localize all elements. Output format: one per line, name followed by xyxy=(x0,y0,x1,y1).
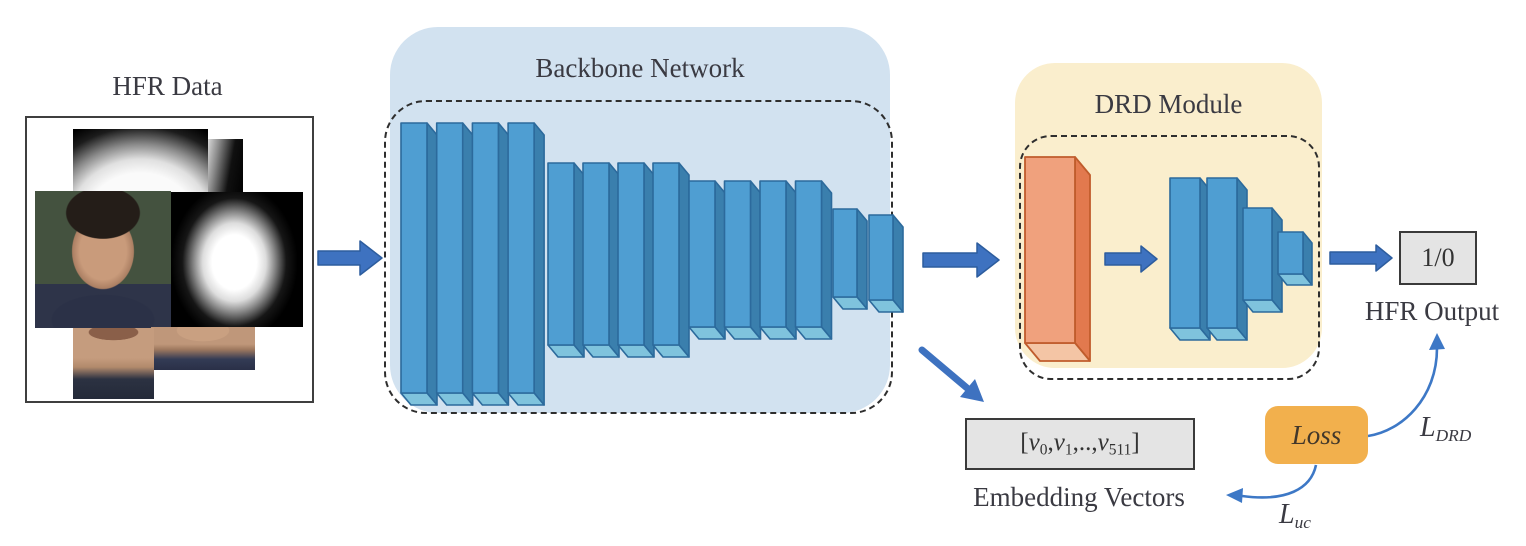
visible-face-image xyxy=(73,328,154,399)
hfr-output-caption: HFR Output xyxy=(1364,296,1500,326)
curve-loss-to-hfr-output-head xyxy=(1429,333,1445,350)
hfr-data-title: HFR Data xyxy=(112,71,223,101)
visible-face-image xyxy=(151,327,255,370)
visible-face-image xyxy=(35,191,171,328)
curve-loss-to-embedding-head xyxy=(1226,488,1243,503)
drd-dashed-border xyxy=(1019,135,1320,380)
backbone-dashed-border xyxy=(384,100,893,414)
drd-module-title: DRD Module xyxy=(1094,89,1243,119)
arrow-backbone-to-embedding-head xyxy=(960,379,984,402)
hfr-data-image-collage xyxy=(25,116,314,403)
loss-uc-label: Luc xyxy=(1279,499,1311,532)
arrow-backbone-to-embedding xyxy=(918,346,971,392)
embedding-formula: [v0,v1,..,v511] xyxy=(1020,428,1140,459)
loss-drd-label: LDRD xyxy=(1420,412,1472,445)
thermal-face-image xyxy=(171,192,303,327)
hfr-output-value: 1/0 xyxy=(1421,243,1455,272)
hfr-output-box: 1/0 xyxy=(1399,231,1477,285)
arrow-backbone-to-drd xyxy=(922,242,1000,278)
blue-3d-bar-side xyxy=(892,214,904,313)
embedding-vector-box: [v0,v1,..,v511] xyxy=(965,418,1195,470)
backbone-network-title: Backbone Network xyxy=(535,53,745,83)
loss-box: Loss xyxy=(1265,406,1368,464)
arrow-drd-to-output xyxy=(1329,244,1393,272)
loss-label: Loss xyxy=(1291,419,1342,450)
embedding-vectors-caption: Embedding Vectors xyxy=(973,482,1185,512)
curve-loss-to-embedding xyxy=(1241,464,1318,499)
arrow-input-to-backbone xyxy=(317,240,383,276)
